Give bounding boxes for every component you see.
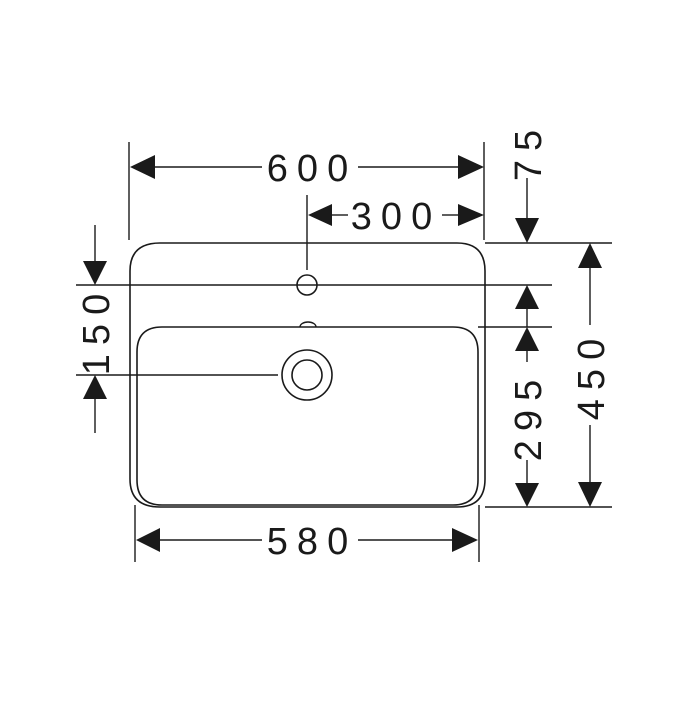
tap-to-drain-label: 150 [76,285,118,375]
dim-tap-to-drain: 150 [76,225,118,433]
overflow-slot [299,321,317,328]
dim-bowl-depth: 295 [508,285,550,507]
dim-tap-hole-offset: 300 [308,196,484,238]
tap-hole-offset-label: 300 [351,196,441,238]
bowl-width-label: 580 [267,521,357,563]
overall-depth-label: 450 [571,330,613,420]
extension-lines [76,142,612,562]
dim-overall-width: 600 [130,148,484,190]
bowl-depth-label: 295 [508,371,550,461]
top-offset-label: 75 [508,121,550,181]
drain [281,349,333,401]
dim-overall-depth: 450 [571,243,613,507]
basin-bowl-outline [136,326,479,506]
dim-top-offset: 75 [508,121,550,243]
overall-width-label: 600 [267,148,357,190]
basin-outer-outline [129,242,486,508]
dim-bowl-width: 580 [136,521,478,563]
